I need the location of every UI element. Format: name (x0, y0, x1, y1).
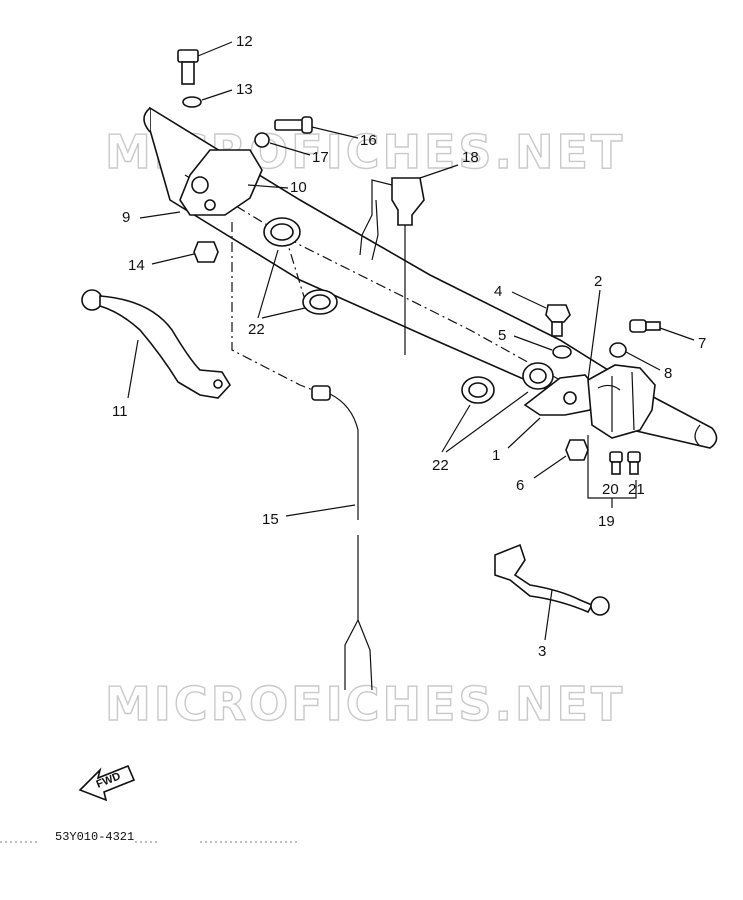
switch-housing-2 (587, 364, 656, 439)
clamp-22-middle (302, 289, 338, 315)
leader-12 (197, 41, 233, 57)
screw-20 (609, 451, 623, 475)
leader-22a-1 (257, 249, 279, 319)
bolt-12 (177, 49, 199, 85)
washer-17 (254, 132, 270, 148)
lever-holder-9 (179, 149, 263, 216)
washer-13 (182, 96, 202, 108)
screw-21 (627, 451, 641, 475)
callout-2: 2 (594, 273, 602, 290)
callout-22-lower: 22 (432, 457, 449, 474)
bar-centerline (184, 174, 561, 381)
wire-route-line (231, 222, 319, 393)
callout-15: 15 (262, 511, 279, 528)
leader-13 (201, 89, 233, 101)
callout-18: 18 (462, 149, 479, 166)
leader-17 (269, 142, 311, 156)
leader-22b-1 (441, 404, 471, 453)
nut-14 (193, 241, 219, 263)
leader-7 (659, 327, 695, 341)
brake-lever-3 (494, 543, 610, 616)
callout-21: 21 (628, 481, 645, 498)
leader-22a-2 (261, 307, 306, 319)
washer-8 (609, 342, 627, 358)
callout-22-upper: 22 (248, 321, 265, 338)
clutch-lever-11 (81, 289, 231, 399)
callout-1: 1 (492, 447, 500, 464)
callout-20: 20 (602, 481, 619, 498)
leader-4 (511, 291, 547, 309)
callout-7: 7 (698, 335, 706, 352)
callout-6: 6 (516, 477, 524, 494)
callout-16: 16 (360, 132, 377, 149)
clamp-22-lower-left (461, 376, 495, 404)
drawing-code: 53Y010-4321 (55, 830, 134, 844)
callout-12: 12 (236, 33, 253, 50)
leader-18 (419, 164, 459, 179)
screw-7 (629, 319, 661, 333)
leader-15 (285, 504, 356, 517)
callout-8: 8 (664, 365, 672, 382)
clamp-22-upper (263, 217, 301, 247)
watermark-bottom: MICROFICHES.NET (105, 677, 625, 731)
screw-16 (274, 116, 313, 134)
cable-15 (311, 385, 373, 691)
callout-10: 10 (290, 179, 307, 196)
nut-6 (565, 439, 589, 461)
callout-5: 5 (498, 327, 506, 344)
leader-11 (127, 339, 139, 399)
callout-9: 9 (122, 209, 130, 226)
leader-9 (139, 211, 181, 219)
callout-19: 19 (598, 513, 615, 530)
callout-13: 13 (236, 81, 253, 98)
callout-11: 11 (112, 403, 128, 420)
clamp-line-upper (284, 234, 306, 301)
washer-5 (552, 345, 572, 359)
callout-17: 17 (312, 149, 329, 166)
clamp-22-lower-right (522, 362, 554, 390)
callout-14: 14 (128, 257, 145, 274)
leader-16 (311, 126, 359, 139)
leader-10 (247, 184, 289, 189)
fwd-arrow-icon: FWD (78, 764, 136, 802)
switch-18 (359, 177, 425, 261)
bolt-4 (545, 304, 571, 337)
callout-3: 3 (538, 643, 546, 660)
leader-3 (544, 589, 553, 641)
callout-4: 4 (494, 283, 502, 300)
leader-8 (625, 351, 661, 371)
leader-14 (151, 253, 195, 265)
leader-5 (513, 335, 553, 351)
leader-6 (533, 455, 567, 479)
leader-22b-2 (445, 391, 529, 453)
leader-2 (587, 289, 601, 381)
leader-1 (507, 417, 541, 449)
